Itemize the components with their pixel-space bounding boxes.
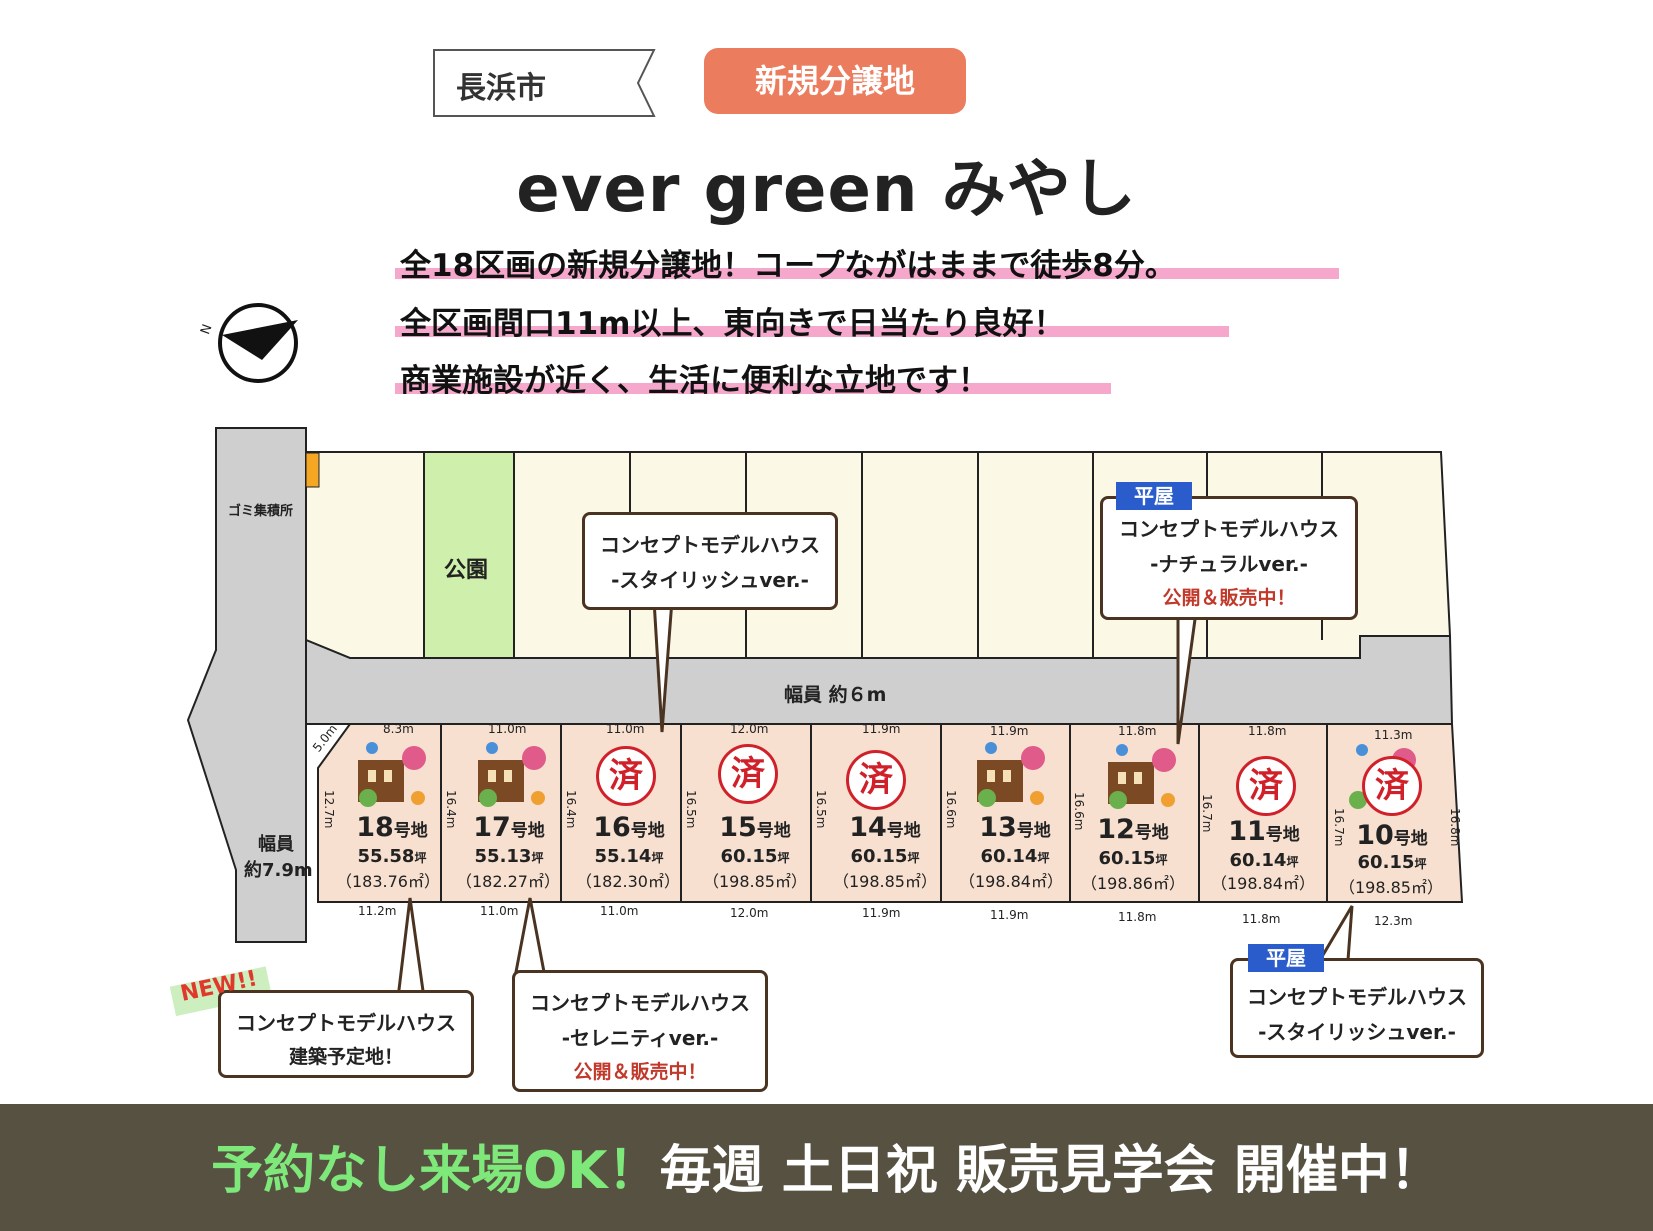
lot-16-area: （182.30㎡） — [576, 872, 680, 891]
callout-line: コンセプトモデルハウス — [530, 991, 750, 1015]
callout-stylish-model: コンセプトモデルハウス -スタイリッシュver.- — [582, 512, 838, 610]
lot-18-number: 18号地 — [356, 812, 428, 843]
lot-top-dimension: 8.3m — [383, 722, 414, 736]
lot-bottom-dimension: 11.0m — [600, 904, 639, 918]
callout-line: -スタイリッシュver.- — [1258, 1020, 1456, 1044]
lot-14-number: 14号地 — [849, 812, 921, 843]
footer-message: 予約なし来場OK！毎週 土日祝 販売見学会 開催中！ — [0, 1128, 1653, 1203]
lot-10-area: （198.85㎡） — [1339, 878, 1443, 897]
page-title: ever green みやし — [516, 153, 1137, 227]
lot-11-area: （198.84㎡） — [1211, 874, 1315, 893]
callout-stylish-single-story: コンセプトモデルハウス -スタイリッシュver.- — [1230, 958, 1484, 1058]
sold-mark: 済 — [1236, 756, 1296, 816]
tagline-1: 全18区画の新規分譲地！コープながはままで徒歩8分。 — [400, 248, 1176, 284]
lot-top-dimension: 11.9m — [862, 722, 901, 736]
lot-bottom-dimension: 11.9m — [990, 908, 1029, 922]
lot-17-tsubo: 55.13坪 — [474, 846, 544, 867]
tagline-highlight — [395, 268, 1339, 279]
single-story-tag: 平屋 — [1248, 944, 1324, 972]
lot-top-dimension: 11.0m — [488, 722, 527, 736]
lot-15-number: 15号地 — [719, 812, 791, 843]
city-label: 長浜市 — [456, 71, 546, 106]
lot-13-number: 13号地 — [979, 812, 1051, 843]
lot-top-dimension: 11.9m — [990, 724, 1029, 738]
callout-line: -ナチュラルver.- — [1150, 552, 1308, 576]
footer-highlight: 予約なし来場OK！ — [211, 1141, 660, 1201]
lot-13-area: （198.84㎡） — [959, 872, 1063, 891]
lot-bottom-dimension: 11.8m — [1242, 912, 1281, 926]
tagline-highlight — [395, 383, 1111, 394]
lot-17-area: （182.27㎡） — [456, 872, 560, 891]
garbage-marker — [305, 452, 320, 488]
lot-12-area: （198.86㎡） — [1081, 874, 1185, 893]
lot-12-tsubo: 60.15坪 — [1098, 848, 1168, 869]
callout-serenity-model: コンセプトモデルハウス -セレニティver.- 公開＆販売中！ — [512, 970, 768, 1092]
callout-line: コンセプトモデルハウス — [600, 533, 820, 557]
park-area — [423, 451, 515, 659]
callout-line: コンセプトモデルハウス — [1119, 517, 1339, 541]
lot-11-number: 11号地 — [1228, 816, 1300, 847]
lot-bottom-dimension: 11.8m — [1118, 910, 1157, 924]
callout-pointers — [396, 598, 1354, 1000]
lot-10-number: 10号地 — [1356, 820, 1428, 851]
lot-15-area: （198.85㎡） — [703, 872, 807, 891]
city-tag-frame — [433, 49, 656, 117]
callout-planned-model: コンセプトモデルハウス 建築予定地！ — [218, 990, 474, 1078]
lot-17-number: 17号地 — [473, 812, 545, 843]
lot-top-dimension: 11.8m — [1248, 724, 1287, 738]
lot-12-number: 12号地 — [1097, 814, 1169, 845]
footer-event: 毎週 土日祝 販売見学会 開催中！ — [659, 1141, 1442, 1201]
lot-10-tsubo: 60.15坪 — [1357, 852, 1427, 873]
model-house-icon — [1108, 744, 1176, 809]
city-tag: 長浜市 — [432, 48, 660, 118]
garbage-label: ゴミ集積所 — [228, 504, 294, 519]
lot-top-dimension: 11.0m — [606, 722, 645, 736]
lot-11-tsubo: 60.14坪 — [1229, 850, 1299, 871]
callout-line: -セレニティver.- — [561, 1026, 719, 1050]
lot-bottom-dimension: 11.0m — [480, 904, 519, 918]
callout-line: 建築予定地！ — [288, 1046, 403, 1068]
roads — [186, 427, 1454, 943]
callout-status: 公開＆販売中！ — [573, 1061, 707, 1083]
lot-13-tsubo: 60.14坪 — [980, 846, 1050, 867]
lot-bottom-dimension: 11.9m — [862, 906, 901, 920]
tagline-2: 全区画間口11m以上、東向きで日当たり良好！ — [400, 306, 1065, 342]
lot-16-number: 16号地 — [593, 812, 665, 843]
tagline-highlight — [395, 326, 1229, 337]
lot-top-dimension: 12.0m — [730, 722, 769, 736]
model-house-icon — [358, 742, 426, 807]
side-road-label-1: 幅員 — [258, 834, 294, 855]
callout-natural-model: コンセプトモデルハウス -ナチュラルver.- 公開＆販売中！ — [1100, 496, 1358, 620]
callout-status: 公開＆販売中！ — [1162, 587, 1296, 609]
lot-18-tsubo: 55.58坪 — [357, 846, 427, 867]
single-story-tag: 平屋 — [1116, 482, 1192, 510]
callout-line: -スタイリッシュver.- — [611, 568, 809, 592]
park-label: 公園 — [444, 558, 489, 583]
compass-icon — [218, 303, 298, 383]
side-road-label-2: 約7.9m — [244, 860, 313, 881]
model-house-icon — [977, 742, 1045, 807]
lot-18-area: （183.76㎡） — [336, 872, 440, 891]
lot-bottom-dimension: 11.2m — [358, 904, 397, 918]
footer-banner — [0, 1104, 1653, 1231]
sold-mark: 済 — [718, 744, 778, 804]
lot-16-tsubo: 55.14坪 — [594, 846, 664, 867]
lot-14-tsubo: 60.15坪 — [850, 846, 920, 867]
main-road-label: 幅員 約６m — [784, 684, 887, 706]
lot-top-dimension: 11.8m — [1118, 724, 1157, 738]
callout-line: コンセプトモデルハウス — [1247, 985, 1467, 1009]
model-house-icon — [478, 742, 546, 807]
sold-mark: 済 — [596, 746, 656, 806]
lot-14-area: （198.85㎡） — [833, 872, 937, 891]
lot-side-dimension: 12.7m — [322, 790, 336, 829]
lot-bottom-dimension: 12.3m — [1374, 914, 1413, 928]
lot-15-tsubo: 60.15坪 — [720, 846, 790, 867]
sold-mark: 済 — [846, 750, 906, 810]
sold-mark: 済 — [1362, 756, 1422, 816]
lot-bottom-dimension: 12.0m — [730, 906, 769, 920]
new-development-badge: 新規分譲地 — [704, 48, 966, 114]
callout-line: コンセプトモデルハウス — [236, 1011, 456, 1035]
tagline-3: 商業施設が近く、生活に便利な立地です！ — [400, 363, 989, 399]
lot-top-dimension: 11.3m — [1374, 728, 1413, 742]
